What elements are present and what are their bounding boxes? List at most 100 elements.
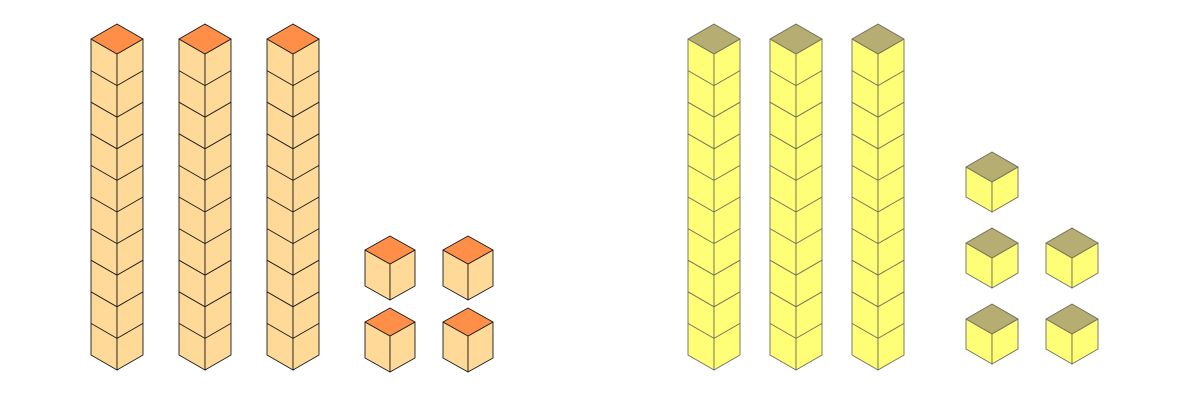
rod-cube-divider xyxy=(266,196,294,213)
yellow-unit-cube-4 xyxy=(965,303,1019,365)
rod-cube-divider xyxy=(178,291,206,308)
rod-cube-divider xyxy=(204,101,232,118)
orange-unit-cube-2 xyxy=(442,235,494,301)
rod-cube-divider xyxy=(851,196,879,213)
rod-cube-divider xyxy=(116,259,144,276)
rod-cube-divider xyxy=(795,323,823,339)
rod-cube-divider xyxy=(795,228,823,244)
rod-cube-divider xyxy=(204,133,232,150)
rod-cube-divider xyxy=(795,70,823,86)
rod-cube-divider xyxy=(266,291,294,308)
orange-unit-cube-1 xyxy=(364,235,416,301)
rod-cube-divider xyxy=(90,291,118,308)
rod-cube-divider xyxy=(90,165,118,181)
rod-cube-divider xyxy=(178,165,206,181)
yellow-rod-1 xyxy=(687,23,741,371)
orange-unit-cube-3 xyxy=(364,307,416,373)
rod-cube-divider xyxy=(795,196,823,213)
rod-cube-divider xyxy=(713,196,741,213)
rod-cube-divider xyxy=(90,228,118,244)
rod-cube-divider xyxy=(204,323,232,339)
rod-cube-divider xyxy=(292,165,320,181)
rod-top-face xyxy=(965,151,1019,183)
rod-cube-divider xyxy=(877,70,905,86)
rod-cube-divider xyxy=(116,133,144,150)
rod-cube-divider xyxy=(266,228,294,244)
rod-cube-divider xyxy=(851,259,879,276)
rod-cube-divider xyxy=(116,196,144,213)
rod-cube-divider xyxy=(713,70,741,86)
rod-cube-divider xyxy=(292,101,320,118)
rod-cube-divider xyxy=(795,291,823,308)
rod-cube-divider xyxy=(795,101,823,118)
rod-cube-divider xyxy=(90,259,118,276)
rod-cube-divider xyxy=(178,133,206,150)
rod-cube-divider xyxy=(713,291,741,308)
rod-cube-divider xyxy=(851,101,879,118)
yellow-unit-cube-3 xyxy=(1045,227,1099,289)
yellow-unit-cube-2 xyxy=(965,227,1019,289)
rod-cube-divider xyxy=(292,70,320,86)
rod-cube-divider xyxy=(292,291,320,308)
yellow-unit-cube-1 xyxy=(965,151,1019,213)
rod-cube-divider xyxy=(877,291,905,308)
rod-top-face xyxy=(1045,303,1099,335)
rod-cube-divider xyxy=(769,323,797,339)
rod-cube-divider xyxy=(769,196,797,213)
rod-cube-divider xyxy=(178,70,206,86)
rod-cube-divider xyxy=(687,259,715,276)
rod-cube-divider xyxy=(204,196,232,213)
rod-cube-divider xyxy=(292,133,320,150)
rod-cube-divider xyxy=(877,259,905,276)
rod-cube-divider xyxy=(687,70,715,86)
rod-top-face xyxy=(178,23,232,55)
rod-cube-divider xyxy=(266,165,294,181)
rod-cube-divider xyxy=(851,291,879,308)
rod-cube-divider xyxy=(687,228,715,244)
rod-cube-divider xyxy=(713,133,741,150)
rod-top-face xyxy=(90,23,144,55)
rod-top-face xyxy=(851,23,905,55)
rod-cube-divider xyxy=(769,101,797,118)
rod-cube-divider xyxy=(266,259,294,276)
rod-cube-divider xyxy=(687,101,715,118)
rod-cube-divider xyxy=(769,228,797,244)
yellow-rod-3 xyxy=(851,23,905,371)
rod-cube-divider xyxy=(116,323,144,339)
rod-cube-divider xyxy=(178,101,206,118)
rod-cube-divider xyxy=(266,101,294,118)
rod-cube-divider xyxy=(90,196,118,213)
rod-cube-divider xyxy=(204,165,232,181)
yellow-block-group xyxy=(687,23,1099,371)
rod-cube-divider xyxy=(769,133,797,150)
rod-cube-divider xyxy=(90,133,118,150)
rod-cube-divider xyxy=(877,228,905,244)
rod-cube-divider xyxy=(769,259,797,276)
rod-cube-divider xyxy=(204,291,232,308)
rod-cube-divider xyxy=(204,228,232,244)
rod-top-face xyxy=(965,227,1019,259)
rod-cube-divider xyxy=(178,196,206,213)
rod-cube-divider xyxy=(713,165,741,181)
rod-cube-divider xyxy=(687,323,715,339)
rod-cube-divider xyxy=(292,323,320,339)
rod-top-face xyxy=(442,307,494,337)
rod-cube-divider xyxy=(795,133,823,150)
rod-cube-divider xyxy=(713,101,741,118)
rod-cube-divider xyxy=(851,165,879,181)
rod-cube-divider xyxy=(769,291,797,308)
rod-top-face xyxy=(364,235,416,265)
rod-top-face xyxy=(266,23,320,55)
rod-top-face xyxy=(769,23,823,55)
rod-cube-divider xyxy=(266,323,294,339)
rod-cube-divider xyxy=(877,133,905,150)
rod-cube-divider xyxy=(877,165,905,181)
rod-cube-divider xyxy=(687,165,715,181)
rod-cube-divider xyxy=(204,70,232,86)
rod-cube-divider xyxy=(687,196,715,213)
rod-cube-divider xyxy=(204,259,232,276)
rod-cube-divider xyxy=(178,323,206,339)
orange-rod-1 xyxy=(90,23,144,371)
rod-cube-divider xyxy=(795,259,823,276)
rod-cube-divider xyxy=(90,323,118,339)
